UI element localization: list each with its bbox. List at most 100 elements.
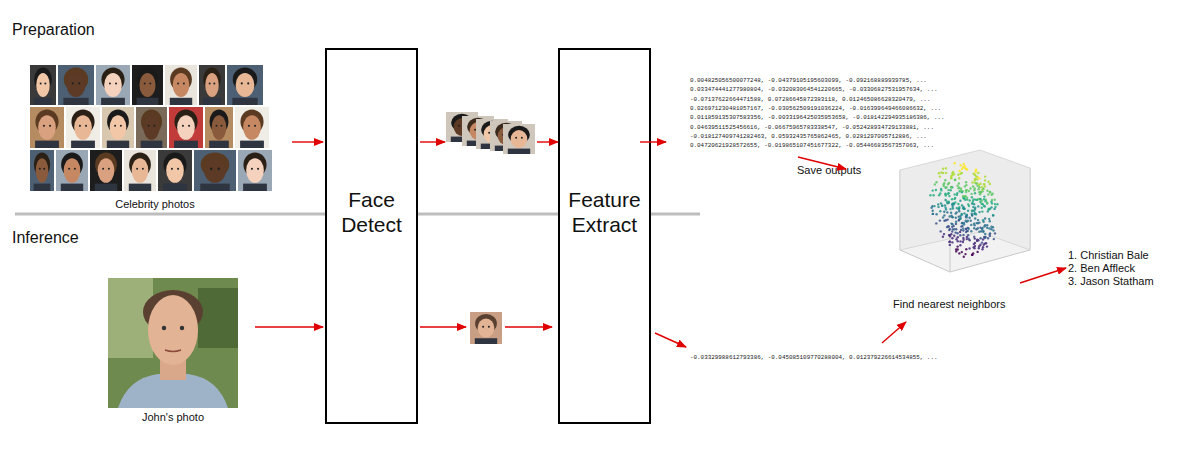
photo-eye <box>251 168 253 170</box>
scatter-point <box>986 227 988 229</box>
portrait-photo <box>108 278 238 408</box>
scatter-point <box>955 217 957 219</box>
scatter-point <box>986 245 988 247</box>
photo-eye <box>241 82 243 84</box>
scatter-point <box>949 228 951 230</box>
scatter-point <box>958 218 960 220</box>
scatter-point <box>939 175 941 177</box>
scatter-point <box>964 167 966 169</box>
scatter-point <box>977 227 979 229</box>
photo-eye <box>488 132 490 134</box>
scatter-point <box>981 200 983 202</box>
scatter-point <box>948 195 950 197</box>
scatter-point <box>932 210 934 212</box>
photo-background <box>470 312 502 344</box>
scatter-point <box>986 224 988 226</box>
scatter-point <box>968 247 970 249</box>
scatter-point <box>959 218 961 220</box>
scatter-point <box>949 240 951 242</box>
scatter-point <box>970 230 972 232</box>
scatter-point <box>965 248 967 250</box>
scatter-point <box>932 189 934 191</box>
scatter-point <box>974 174 976 176</box>
scatter-point <box>972 210 974 212</box>
scatter-point <box>965 221 967 223</box>
photo-eye <box>43 168 45 170</box>
scatter-point <box>982 231 984 233</box>
scatter-point <box>955 250 957 252</box>
scatter-point <box>939 210 941 212</box>
scatter-point <box>965 228 967 230</box>
scatter-point <box>942 168 944 170</box>
scatter-point <box>971 214 973 216</box>
photo-eye <box>182 125 184 127</box>
photo-background <box>165 65 197 105</box>
scatter-point <box>951 237 953 239</box>
photo-body <box>35 141 59 148</box>
scatter-point <box>950 222 952 224</box>
photo-face <box>64 158 81 183</box>
scatter-point <box>960 229 962 231</box>
scatter-point <box>979 237 981 239</box>
scatter-point <box>965 189 967 191</box>
scatter-point <box>993 208 995 210</box>
scatter-point <box>959 240 961 242</box>
scatter-point <box>963 212 965 214</box>
scatter-point <box>950 177 952 179</box>
photo-eye <box>68 168 70 170</box>
scatter-point <box>990 206 992 208</box>
scatter-point <box>988 207 990 209</box>
annotation: Save outputs <box>797 164 861 177</box>
scatter-point <box>968 190 970 192</box>
scatter-point <box>981 228 983 230</box>
scatter-point <box>956 185 958 187</box>
scatter-point <box>980 191 982 193</box>
photo-body <box>63 98 88 105</box>
scatter-point <box>951 230 953 232</box>
scatter-point <box>963 197 965 199</box>
feature-vector: -0.018127409741282463, 0.059324357658624… <box>690 133 927 140</box>
scatter-point <box>932 213 934 215</box>
scatter-point <box>955 221 957 223</box>
photo-eye <box>482 326 484 328</box>
connector-arrow <box>292 141 323 142</box>
scatter-point <box>957 240 959 242</box>
scatter-point <box>937 206 939 208</box>
photo-background <box>30 65 56 105</box>
scatter-point <box>953 173 955 175</box>
scatter-point <box>967 210 969 212</box>
photo-eye <box>43 125 45 127</box>
scatter-point <box>935 222 937 224</box>
scatter-point <box>930 207 932 209</box>
scatter-point <box>961 251 963 253</box>
photo-body <box>61 184 83 191</box>
photo-face <box>243 115 261 140</box>
photo-eye <box>188 125 190 127</box>
scatter-point <box>963 223 965 225</box>
photo-background <box>30 107 64 148</box>
scatter-point <box>969 187 971 189</box>
scatter-point <box>988 218 990 220</box>
scatter-point <box>955 223 957 225</box>
photo-eye <box>136 168 138 170</box>
feature-vector: 0.04639511525456616, -0.0667596578333854… <box>690 124 934 131</box>
scatter-point <box>954 193 956 195</box>
scatter-point <box>980 230 982 232</box>
scatter-point <box>984 236 986 238</box>
scatter-point <box>960 225 962 227</box>
scatter-point <box>973 227 975 229</box>
photo-background <box>56 150 88 191</box>
scatter-point <box>961 172 963 174</box>
scatter-point <box>944 204 946 206</box>
scatter-point <box>956 207 958 209</box>
scatter-point <box>984 185 986 187</box>
photo-body <box>508 149 530 154</box>
scatter-point <box>947 189 949 191</box>
photo-face <box>478 318 495 337</box>
scatter-point <box>977 188 979 190</box>
scatter-point <box>956 192 958 194</box>
scatter-point <box>961 214 963 216</box>
photo-eye <box>248 125 250 127</box>
scatter-point <box>970 224 972 226</box>
scatter-point <box>965 189 967 191</box>
